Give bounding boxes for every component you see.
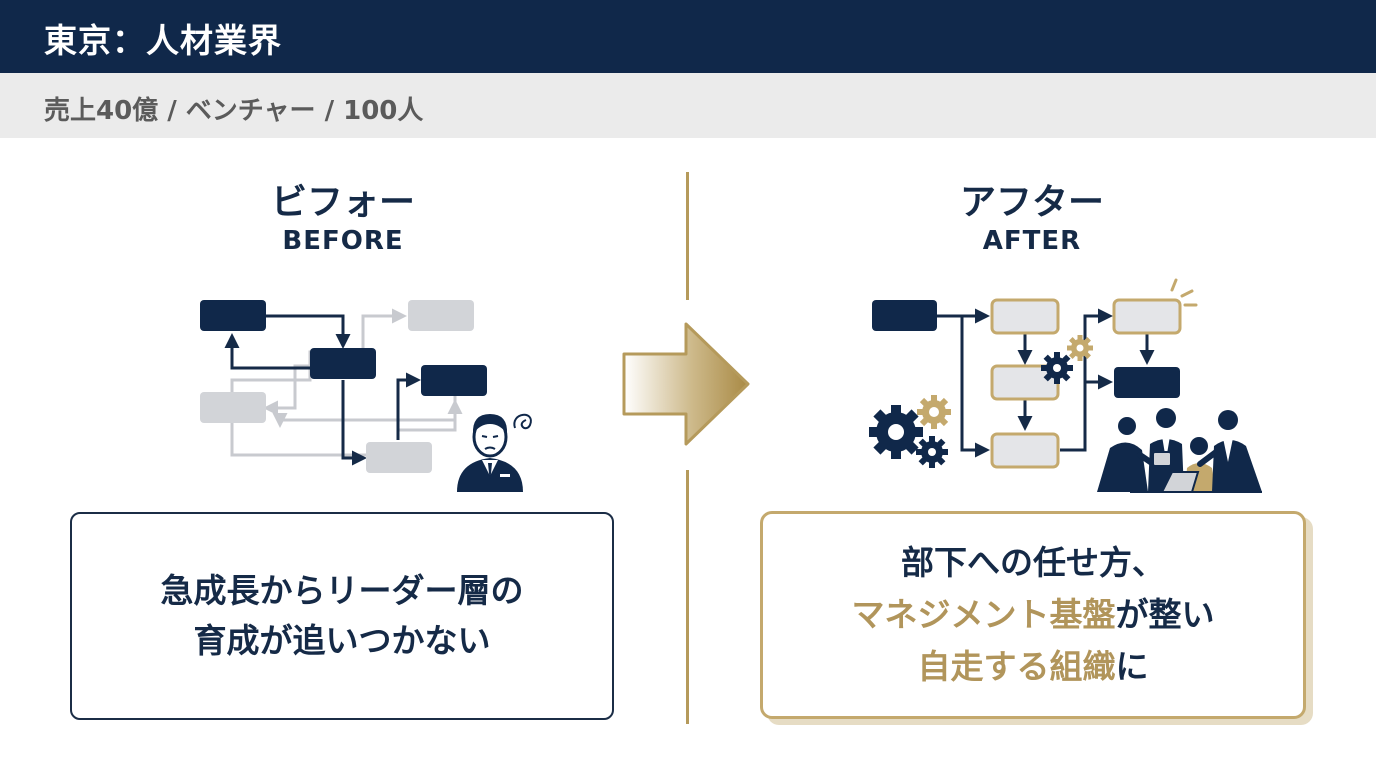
team-icon: [1097, 408, 1262, 493]
after-message-line-1: 部下への任せ方、: [901, 543, 1165, 582]
management-foundation-highlight: マネジメント基盤: [851, 595, 1116, 634]
divider-bottom: [686, 470, 689, 724]
subheader-bar: 売上40億 / ベンチャー / 100人: [0, 73, 1376, 138]
self-driven-org-highlight: 自走する組織: [917, 647, 1116, 686]
after-heading-en: AFTER: [982, 226, 1082, 256]
before-message-line-1: 急成長からリーダー層の: [160, 571, 524, 610]
after-heading: アフター AFTER: [882, 182, 1182, 258]
after-message-line-3: 自走する組織に: [918, 641, 1149, 693]
worried-person-icon: [457, 413, 532, 492]
before-heading: ビフォー BEFORE: [193, 182, 493, 258]
after-flowchart: [872, 278, 1198, 469]
before-heading-jp: ビフォー: [270, 182, 415, 223]
before-message-line-2: 育成が追いつかない: [193, 621, 491, 660]
transition-arrow: [622, 322, 750, 446]
before-heading-en: BEFORE: [282, 226, 404, 256]
before-message-box: 急成長からリーダー層の 育成が追いつかない: [70, 512, 614, 720]
divider-top: [686, 172, 689, 300]
after-message-line-2-rest: が整い: [1115, 595, 1215, 634]
after-message-line-2: マネジメント基盤が整い: [852, 589, 1215, 641]
company-profile: 売上40億 / ベンチャー / 100人: [44, 96, 424, 126]
after-message-box: 部下への任せ方、 マネジメント基盤が整い 自走する組織に: [760, 511, 1306, 719]
after-message-line-3-rest: に: [1115, 647, 1149, 686]
header-bar: 東京：人材業界: [0, 0, 1376, 73]
before-flowchart: [200, 300, 487, 473]
after-heading-jp: アフター: [959, 182, 1104, 223]
page-title: 東京：人材業界: [44, 21, 282, 60]
